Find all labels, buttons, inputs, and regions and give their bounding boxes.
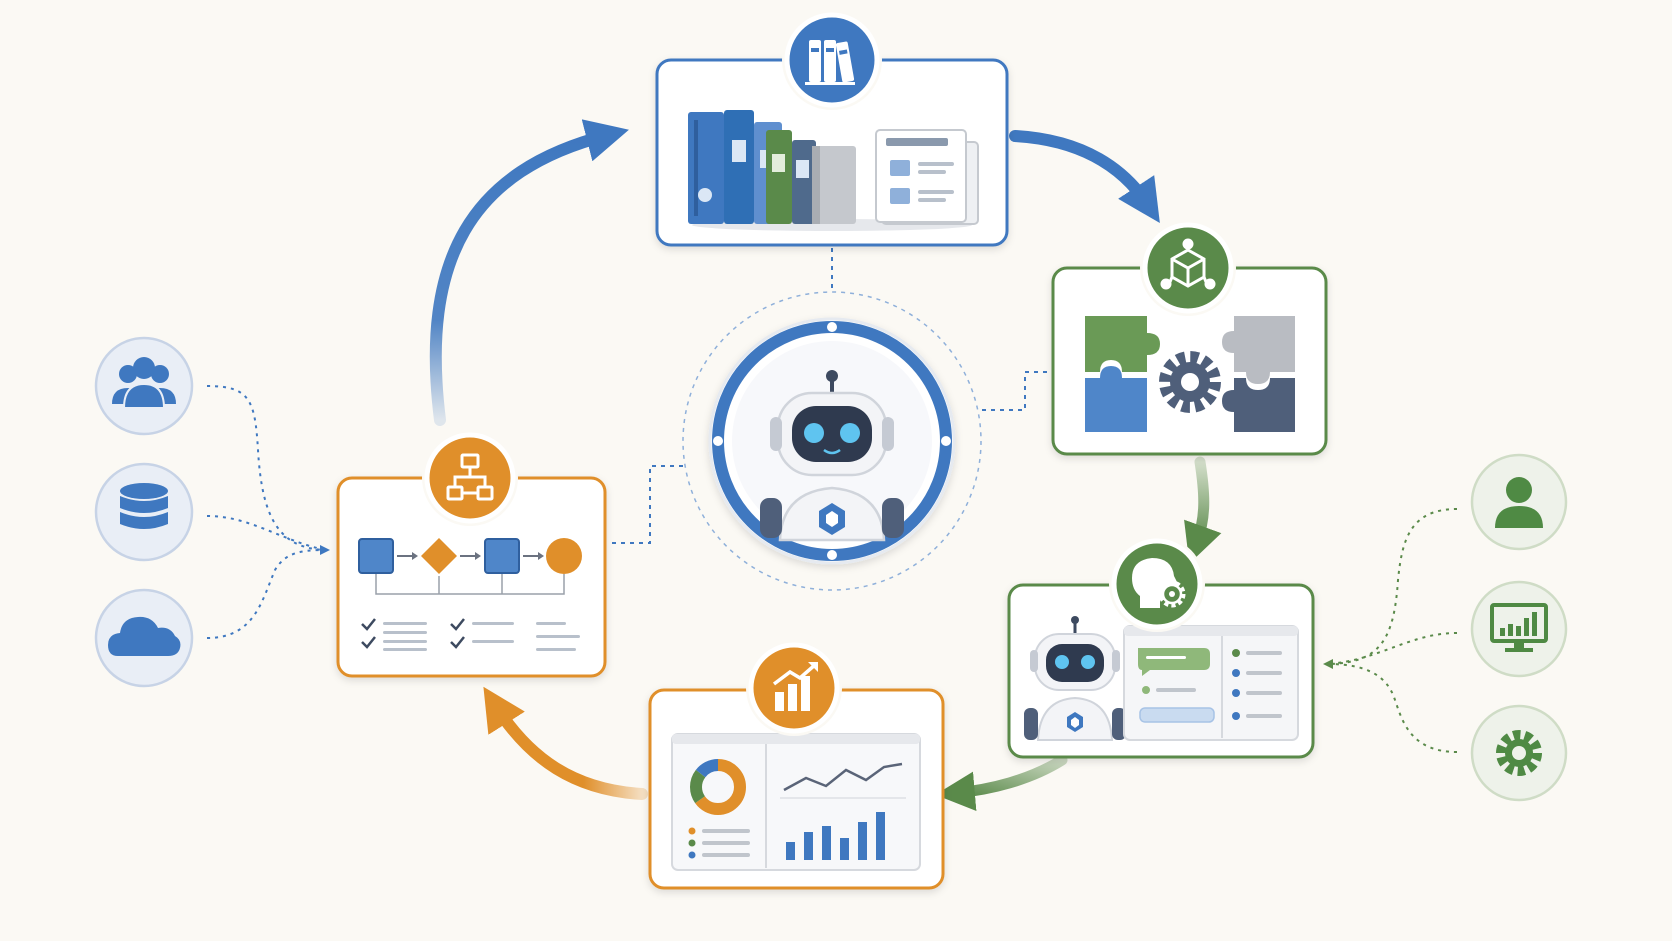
integration-card	[1051, 220, 1328, 456]
org-chart-icon	[446, 453, 494, 501]
trend-line-icon	[783, 762, 903, 792]
assistant-card	[1007, 536, 1315, 759]
head-gear-icon	[1132, 558, 1186, 608]
assistant-badge	[1109, 536, 1205, 632]
document-illustration	[875, 129, 979, 225]
donut-chart-icon	[690, 759, 746, 815]
source-connector-database	[206, 515, 326, 551]
monitor-chart-icon	[1470, 580, 1568, 678]
source-connector-cloud	[206, 545, 330, 639]
robot-small-illustration	[1024, 616, 1126, 741]
check-icon	[450, 636, 465, 649]
chat-panel-illustration	[1123, 625, 1299, 741]
check-icon	[361, 636, 376, 649]
gear-icon	[1470, 704, 1568, 802]
bar-chart-icon	[786, 812, 885, 860]
check-icon	[361, 618, 376, 631]
cycle-arrow-workflow-to-knowledge	[429, 119, 629, 426]
source-connector-user	[1327, 508, 1458, 665]
puzzle-illustration	[1085, 316, 1295, 432]
cycle-arrow-integration-to-assistant	[1184, 456, 1222, 564]
source-connector-monitor	[1327, 632, 1458, 665]
cycle-arrow-knowledge-to-integration	[1009, 130, 1160, 224]
source-connector-users	[206, 385, 326, 551]
hub-connector-left	[610, 465, 683, 544]
source-connector-gear	[1323, 659, 1458, 753]
growth-chart-icon	[772, 662, 818, 711]
database-icon	[94, 462, 194, 562]
knowledge-badge	[782, 10, 882, 110]
flowchart-illustration	[358, 538, 582, 651]
ai-hub	[682, 291, 982, 591]
dashboard-illustration	[671, 733, 921, 871]
cloud-icon	[94, 588, 194, 688]
hub-connector-right	[982, 371, 1053, 411]
robot-icon	[760, 370, 904, 542]
analytics-badge	[746, 640, 842, 736]
knowledge-card	[655, 10, 1009, 247]
analytics-card	[648, 640, 945, 890]
user-icon	[1470, 453, 1568, 551]
network-cube-icon	[1160, 238, 1216, 290]
workflow-badge	[422, 430, 518, 526]
users-group-icon	[94, 336, 194, 436]
binders-illustration	[688, 110, 856, 224]
cycle-arrow-analytics-to-workflow	[483, 686, 648, 800]
integration-badge	[1140, 220, 1236, 316]
check-icon	[450, 618, 465, 631]
binders-icon	[805, 40, 855, 85]
cog-icon	[1159, 351, 1221, 413]
cycle-arrow-assistant-to-analytics	[935, 754, 1068, 812]
workflow-card	[336, 430, 607, 678]
